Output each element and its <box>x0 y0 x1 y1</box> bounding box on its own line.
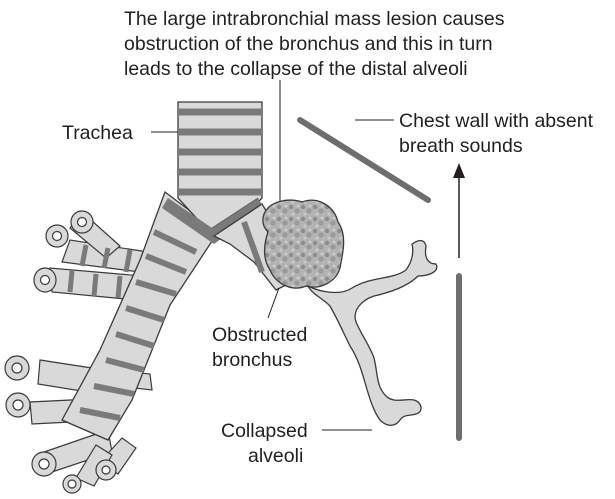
collapsed-label-line-1: Collapsed <box>221 420 308 442</box>
obstructed-label-line-2: bronchus <box>212 349 292 371</box>
chest-wall-label-line-2: breath sounds <box>399 135 523 157</box>
chest-wall-label-line-1: Chest wall with absent <box>399 110 594 132</box>
obstructed-leader <box>268 288 279 318</box>
caption-line-1: The large intrabronchial mass lesion cau… <box>124 8 505 30</box>
obstructed-label-line-1: Obstructed <box>212 324 307 346</box>
intrabronchial-mass <box>263 200 344 288</box>
caption-line-2: obstruction of the bronchus and this in … <box>124 33 493 55</box>
collapsed-label-line-2: alveoli <box>248 445 303 467</box>
up-arrow-icon <box>453 163 465 178</box>
caption: The large intrabronchial mass lesion cau… <box>124 8 505 80</box>
trachea-label: Trachea <box>62 122 133 144</box>
chest-wall-upper <box>300 120 428 200</box>
caption-line-3: leads to the collapse of the distal alve… <box>124 58 468 80</box>
